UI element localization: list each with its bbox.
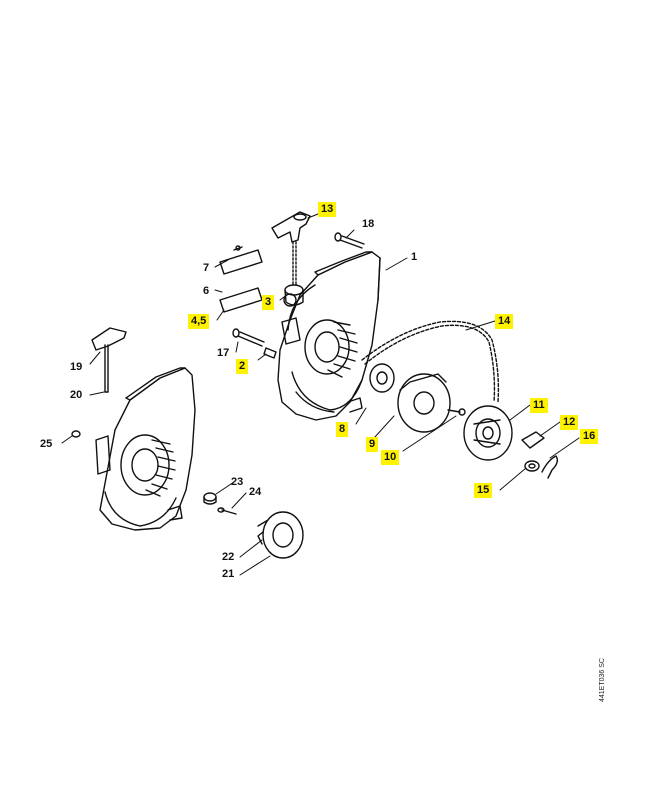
callout-11: 11 — [530, 398, 548, 413]
callout-19: 19 — [70, 361, 83, 373]
starter-cup — [257, 511, 304, 559]
rope-guide-bush — [284, 284, 304, 306]
fan-housing-main — [277, 251, 381, 421]
callout-1: 1 — [411, 251, 418, 263]
callout-3: 3 — [262, 295, 275, 310]
callout-21: 21 — [222, 568, 235, 580]
callout-22: 22 — [222, 551, 235, 563]
leader-lines — [61, 213, 580, 576]
callout-25: 25 — [40, 438, 53, 450]
small-parts-left — [71, 430, 237, 515]
callout-13: 13 — [318, 202, 337, 217]
callout-16: 16 — [580, 429, 599, 444]
callout-10: 10 — [381, 450, 400, 465]
callout-15: 15 — [474, 483, 493, 498]
callout-24: 24 — [249, 486, 262, 498]
callout-9: 9 — [366, 437, 379, 452]
screws — [232, 232, 365, 359]
spring-housing — [397, 373, 466, 433]
callout-18: 18 — [362, 218, 375, 230]
starter-rope — [361, 320, 500, 403]
callout-23: 23 — [231, 476, 244, 488]
callout-14: 14 — [495, 314, 514, 329]
t-wrench — [91, 327, 127, 393]
callout-8: 8 — [336, 422, 349, 437]
pawl-and-clip — [521, 431, 559, 479]
washer — [369, 363, 395, 393]
callout-17: 17 — [217, 347, 230, 359]
callout-12: 12 — [560, 415, 579, 430]
rope-rotor — [463, 405, 513, 461]
fan-housing-secondary — [95, 367, 196, 531]
callout-6: 6 — [203, 285, 210, 297]
callout-7: 7 — [203, 262, 210, 274]
drawing-reference-code: 441ET036 SC — [599, 658, 606, 702]
callout-20: 20 — [70, 389, 83, 401]
starter-grip — [271, 211, 311, 285]
callout-2: 2 — [236, 359, 249, 374]
cover-plates — [219, 245, 263, 313]
callout-4-5: 4,5 — [188, 314, 210, 329]
